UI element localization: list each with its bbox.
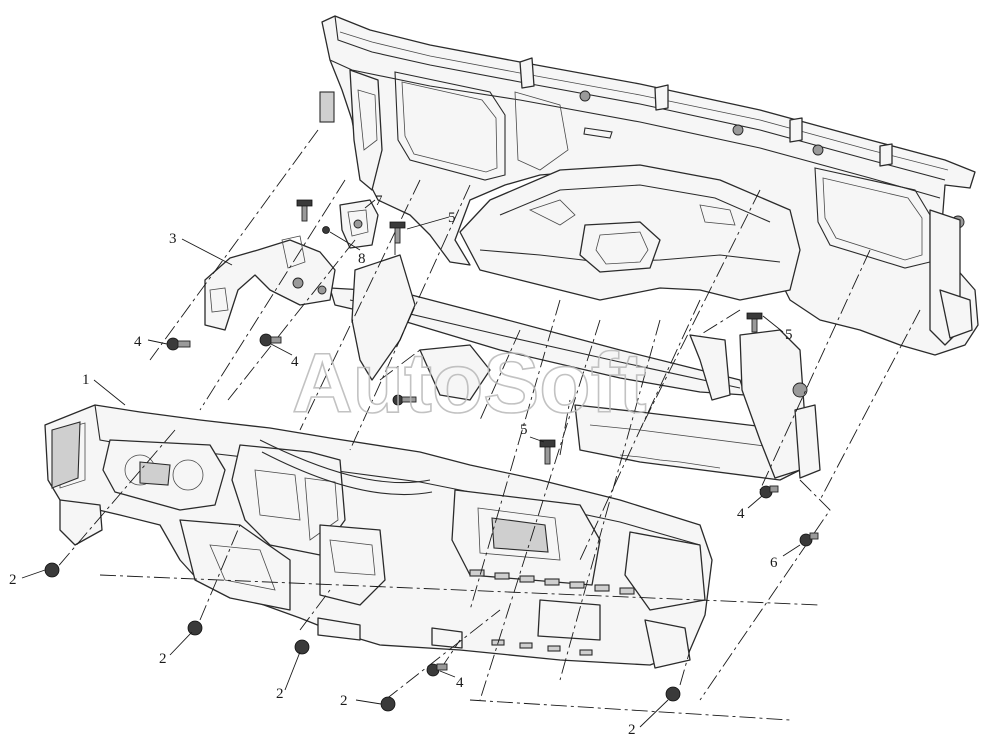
callout-5-right: 5 <box>785 327 793 343</box>
callout-8: 8 <box>358 251 366 267</box>
callout-2-lower-left: 2 <box>159 651 167 667</box>
instrument-panel <box>44 404 713 669</box>
bolt-5-center <box>539 439 556 465</box>
bolt-5-right <box>746 312 763 333</box>
callout-5-upper: 5 <box>448 210 456 226</box>
callout-4-right: 4 <box>737 506 745 522</box>
left-mount-bracket <box>204 235 336 331</box>
callout-2-left: 2 <box>9 572 17 588</box>
assembly-centerlines <box>54 129 921 721</box>
bolt-4-center <box>392 394 417 406</box>
fasteners <box>44 199 819 712</box>
callout-4-bottom: 4 <box>456 675 464 691</box>
bolt-4-mid <box>259 333 282 347</box>
bolt-4-left <box>166 337 191 351</box>
callout-7: 7 <box>375 193 383 209</box>
bolt-7-top <box>296 199 313 222</box>
callout-2-bottom: 2 <box>340 693 348 709</box>
bolt-2-bottom <box>380 696 396 712</box>
bolt-2-lower-left <box>187 620 203 636</box>
small-bracket-7 <box>339 199 379 249</box>
floor-tunnel <box>459 164 801 301</box>
leader-lines <box>21 199 801 728</box>
callout-2-center: 2 <box>276 686 284 702</box>
bolt-6 <box>799 532 819 547</box>
bolt-4-bottom <box>426 663 448 677</box>
callout-6: 6 <box>770 555 778 571</box>
bolt-5-upper <box>389 221 406 244</box>
bolt-2-left <box>44 562 60 578</box>
callout-3: 3 <box>169 231 177 247</box>
nut-8 <box>322 226 330 234</box>
callout-4-mid: 4 <box>291 354 299 370</box>
bolt-2-right <box>665 686 681 702</box>
bolt-4-right <box>759 485 779 499</box>
callout-labels: 1 2 2 2 2 2 3 4 4 4 4 5 5 5 6 7 8 <box>9 193 793 738</box>
bolt-2-center-left <box>294 639 310 655</box>
callout-5-center: 5 <box>520 422 528 438</box>
callout-4-left: 4 <box>134 334 142 350</box>
watermark-text: AutoSoft <box>292 336 647 430</box>
callout-2-right: 2 <box>628 722 636 738</box>
support-beam <box>329 254 821 481</box>
callout-1: 1 <box>82 372 90 388</box>
